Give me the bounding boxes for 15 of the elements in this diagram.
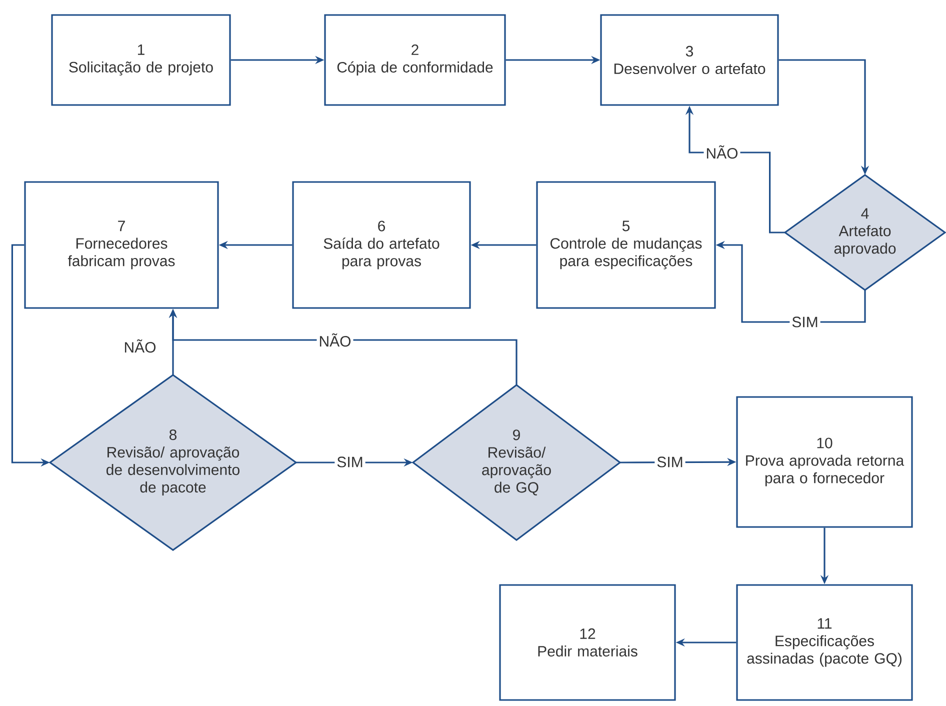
process-box: 2 Cópia de conformidade (324, 14, 506, 106)
edge-label: SIM (334, 454, 366, 470)
edge-label: SIM (790, 314, 820, 330)
process-box: 6 Saída do artefato para provas (292, 181, 471, 309)
edge-label: NÃO (704, 143, 740, 161)
edge-label: NÃO (316, 331, 354, 349)
edge-label: NÃO (122, 337, 158, 355)
process-box: 10 Prova aprovada retorna para o fornecedor (736, 396, 913, 528)
process-box: 5 Controle de mudanças para especificações (536, 181, 716, 309)
edge-label: SIM (654, 454, 686, 470)
process-box: 7 Fornecedores fabricam provas (24, 181, 219, 309)
process-box: 1 Solicitação de projeto (51, 14, 231, 106)
process-box: 12 Pedir materiais (499, 584, 676, 701)
process-box: 3 Desenvolver o artefato (600, 14, 779, 106)
process-box: 11 Especificações assinadas (pacote GQ) (736, 584, 913, 701)
